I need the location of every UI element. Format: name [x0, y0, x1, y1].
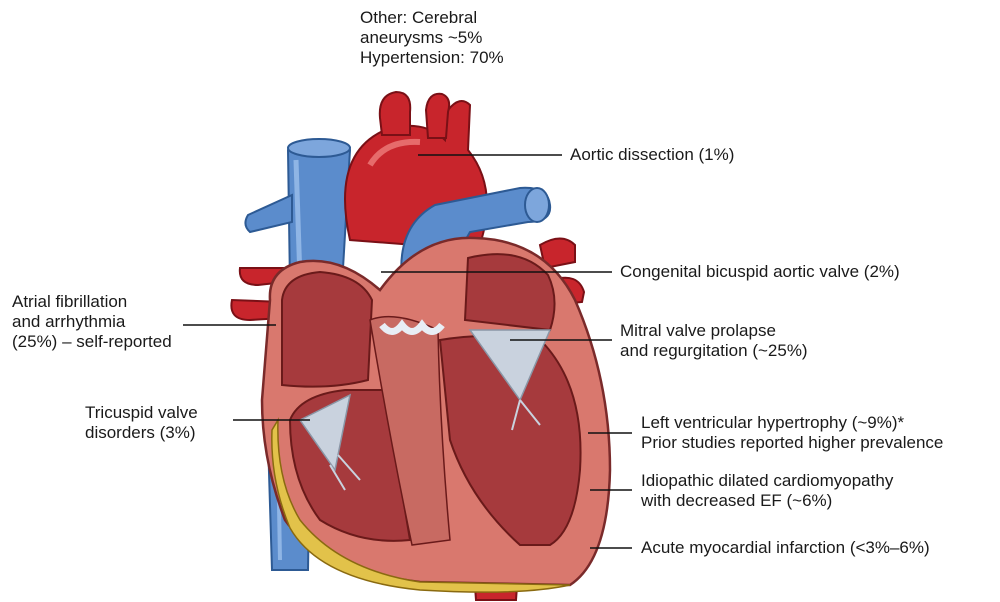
label-aortic-dissection: Aortic dissection (1%) — [570, 145, 734, 165]
label-mitral-valve: Mitral valve prolapse and regurgitation … — [620, 321, 808, 361]
label-top: Other: Cerebral aneurysms ~5% Hypertensi… — [360, 8, 504, 68]
label-myocardial-infarction: Acute myocardial infarction (<3%–6%) — [641, 538, 930, 558]
label-bicuspid-aortic-valve: Congenital bicuspid aortic valve (2%) — [620, 262, 900, 282]
label-dilated-cardiomyopathy: Idiopathic dilated cardiomyopathy with d… — [641, 471, 893, 511]
label-tricuspid-valve: Tricuspid valve disorders (3%) — [85, 403, 198, 443]
label-atrial-fibrillation: Atrial fibrillation and arrhythmia (25%)… — [12, 292, 172, 352]
label-lv-hypertrophy: Left ventricular hypertrophy (~9%)* Prio… — [641, 413, 943, 453]
